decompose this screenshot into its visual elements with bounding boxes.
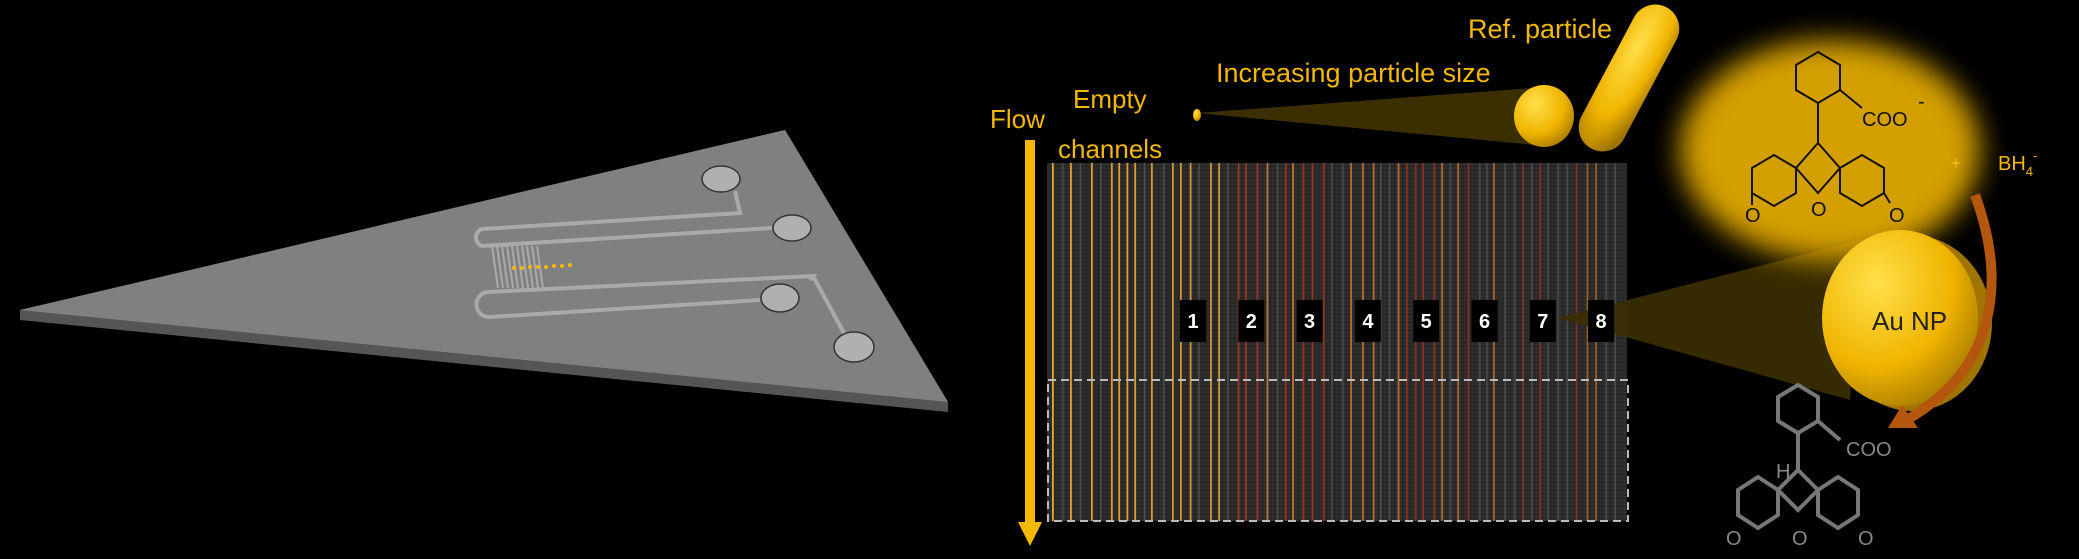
fluorescence-glow — [1680, 40, 1980, 260]
au-np-label: Au NP — [1872, 306, 1947, 336]
channel-stripe — [1266, 163, 1269, 521]
channel-stripe — [1341, 163, 1344, 521]
channel-stripe — [1575, 163, 1578, 521]
flow-label: Flow — [990, 104, 1045, 134]
coo-label-top: COO — [1862, 109, 1908, 131]
channel-stripe — [1118, 163, 1121, 521]
channel-number-7: 7 — [1529, 300, 1556, 342]
reduced-molecule — [1736, 382, 1860, 531]
channel-stripe — [1061, 163, 1064, 521]
chip-inlets — [701, 165, 875, 363]
channel-stripe — [1331, 163, 1333, 521]
channel-number-label: 2 — [1246, 311, 1257, 333]
plus-sign: + — [1950, 153, 1962, 175]
channel-stripe — [1226, 163, 1229, 521]
channel-stripe — [1467, 163, 1470, 521]
channel-number-5: 5 — [1413, 300, 1440, 342]
ref-particle-rod — [1578, 4, 1680, 152]
channel-number-label: 4 — [1362, 311, 1374, 333]
channel-number-1: 1 — [1180, 300, 1206, 342]
oxygen-bottom-right: O — [1858, 528, 1874, 550]
channel-stripe — [1276, 163, 1279, 521]
channel-stripe — [1566, 163, 1569, 521]
channel-stripe — [1079, 163, 1082, 521]
channel-stripe — [1350, 163, 1352, 521]
channel-stripe — [1292, 163, 1294, 521]
channel-stripe — [1172, 163, 1174, 521]
oxygen-bottom-bridge: O — [1792, 528, 1808, 550]
reaction-arrow — [1907, 193, 1997, 423]
fluorescein-molecule — [1751, 50, 1891, 208]
borohydride-label: BH4- — [1998, 148, 2037, 179]
channel-number-4: 4 — [1354, 300, 1381, 342]
coo-charge-top: - — [1918, 91, 1925, 113]
hydrogen-label: H — [1776, 461, 1790, 483]
channel-stripe — [1614, 163, 1617, 521]
channel-stripe — [1150, 163, 1153, 521]
oxygen-left: O — [1745, 205, 1761, 227]
zoom-cone — [1558, 240, 1860, 400]
oxygen-right: O — [1889, 205, 1905, 227]
empty-channels-label-2: channels — [1058, 134, 1162, 164]
particles-in-chip — [512, 263, 572, 270]
channel-stripe — [1143, 163, 1146, 521]
channel-stripe — [1090, 163, 1093, 521]
channel-stripe — [1100, 163, 1102, 521]
channel-stripe — [1405, 163, 1408, 521]
channel-stripe — [1586, 163, 1589, 521]
channel-number-label: 7 — [1537, 311, 1548, 333]
channel-stripe — [1388, 163, 1391, 521]
oxygen-bottom-left: O — [1726, 528, 1742, 550]
channel-stripe — [1397, 163, 1400, 521]
channel-stripe — [1513, 163, 1516, 521]
size-cone — [1197, 87, 1547, 145]
channel-stripe — [1284, 163, 1287, 521]
channel-stripe — [1218, 163, 1221, 521]
coo-label-bottom: COO — [1846, 439, 1892, 461]
small-particle — [1193, 109, 1201, 121]
channel-stripe — [1457, 163, 1460, 521]
channel-stripe — [1162, 163, 1165, 521]
channel-stripe — [1441, 163, 1444, 521]
channel-number-3: 3 — [1296, 300, 1323, 342]
channel-number-label: 6 — [1479, 311, 1490, 333]
oxygen-bridge: O — [1811, 199, 1827, 221]
channel-stripe — [1126, 163, 1129, 521]
channel-number-label: 1 — [1187, 311, 1198, 333]
dashed-region — [1047, 379, 1629, 522]
channel-number-8: 8 — [1588, 300, 1615, 342]
channel-stripe — [1522, 163, 1524, 521]
channel-stripe — [1052, 163, 1054, 521]
channel-stripe — [1557, 163, 1560, 521]
flow-arrow — [1018, 140, 1042, 546]
empty-channels-label-1: Empty — [1073, 84, 1147, 114]
ref-particle-label: Ref. particle — [1468, 14, 1612, 44]
channel-stripe — [1210, 163, 1212, 521]
channel-numbers: 1 2 3 4 5 6 7 8 — [1180, 300, 1615, 342]
large-particle — [1514, 85, 1574, 147]
channel-number-label: 8 — [1596, 311, 1607, 333]
au-nanoparticle — [1822, 230, 1978, 406]
channel-number-6: 6 — [1471, 300, 1498, 342]
reaction-arrowhead — [1888, 405, 1918, 428]
channel-number-label: 3 — [1304, 311, 1315, 333]
channel-number-2: 2 — [1238, 300, 1265, 342]
channel-stripe — [1070, 163, 1072, 521]
channel-number-label: 5 — [1421, 311, 1432, 333]
channel-stripe — [1449, 163, 1452, 521]
microfluidic-chip — [20, 130, 948, 412]
channel-stripe — [1110, 163, 1113, 521]
channel-stripe — [1322, 163, 1325, 521]
channel-stripe — [1504, 163, 1507, 521]
channel-stripe — [1134, 163, 1137, 521]
increasing-size-label: Increasing particle size — [1216, 58, 1491, 88]
